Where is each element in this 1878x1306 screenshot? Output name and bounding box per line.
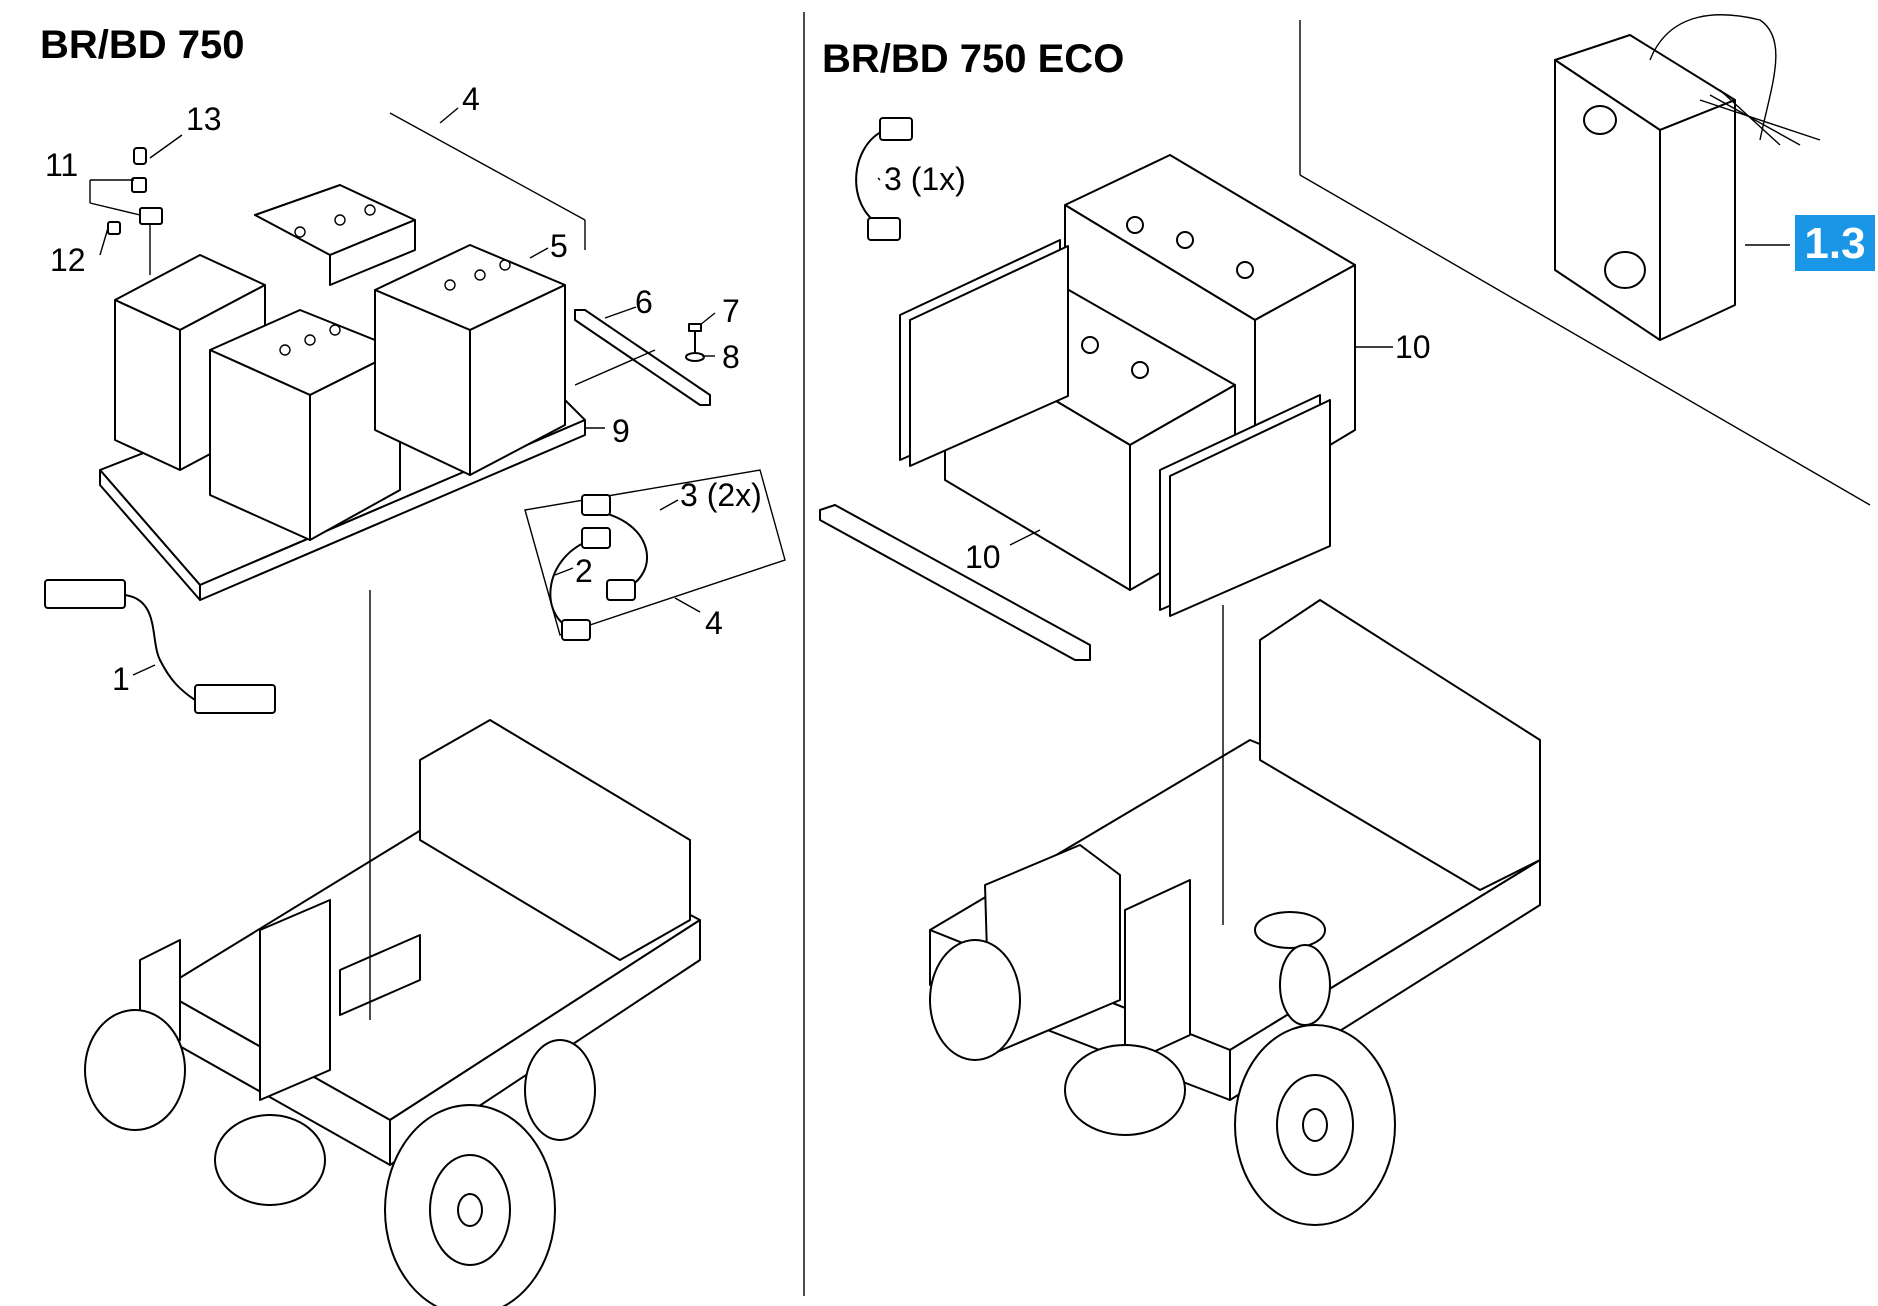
reference-badge: 1.3	[1795, 215, 1875, 271]
battery-rear-middle	[254, 184, 416, 286]
callout-1: 1	[112, 661, 130, 697]
callouts-right: 3 (1x) 10 10	[884, 161, 1431, 575]
cable-set-frame	[524, 469, 786, 636]
cart-wheels-right	[929, 939, 1396, 1226]
right-variant-title: BR/BD 750 ECO	[822, 37, 1124, 81]
terminal-cap-parts	[107, 147, 163, 275]
callout-10-rear: 10	[1395, 329, 1431, 365]
left-variant-title: BR/BD 750	[40, 23, 245, 67]
callout-9: 9	[612, 413, 630, 449]
callouts-left: 13 11 12 4 5 6 7 8 9 3 (2x) 2 4 1	[45, 81, 762, 697]
eco-hold-down-bar	[819, 504, 1091, 661]
cart-wheels-left	[84, 1009, 596, 1306]
eco-side-plates	[899, 239, 1331, 617]
main-connector-cable	[44, 579, 276, 714]
callout-11: 11	[45, 147, 78, 183]
callout-2: 2	[575, 553, 593, 589]
exploded-guide-line	[574, 349, 656, 386]
reference-badge-label: 1.3	[1804, 219, 1865, 268]
cable-3-eco	[855, 117, 913, 241]
callout-7: 7	[722, 293, 740, 329]
callout-6: 6	[635, 284, 653, 320]
callout-3-1x: 3 (1x)	[884, 161, 966, 197]
battery-charger	[1554, 14, 1821, 341]
battery-cable-set	[549, 494, 649, 641]
callout-3-2x: 3 (2x)	[680, 477, 762, 513]
callout-5: 5	[550, 228, 568, 264]
cart-chassis-right	[929, 599, 1541, 1101]
leader-lines	[89, 107, 1393, 676]
callout-8: 8	[722, 339, 740, 375]
cart-chassis-left	[139, 719, 701, 1166]
battery-right	[374, 244, 566, 476]
callout-12: 12	[50, 242, 86, 278]
callout-4-cables: 4	[705, 605, 723, 641]
callout-13: 13	[186, 101, 222, 137]
callout-4-tray: 4	[462, 81, 480, 117]
hold-down-bar	[574, 309, 711, 406]
reference-badge-box	[1795, 215, 1875, 271]
callout-10-front: 10	[965, 539, 1001, 575]
bolt-and-washer	[685, 323, 705, 362]
exploded-guide-line	[389, 112, 586, 221]
battery-front-left	[209, 309, 401, 541]
exploded-guide-line	[1299, 174, 1871, 506]
